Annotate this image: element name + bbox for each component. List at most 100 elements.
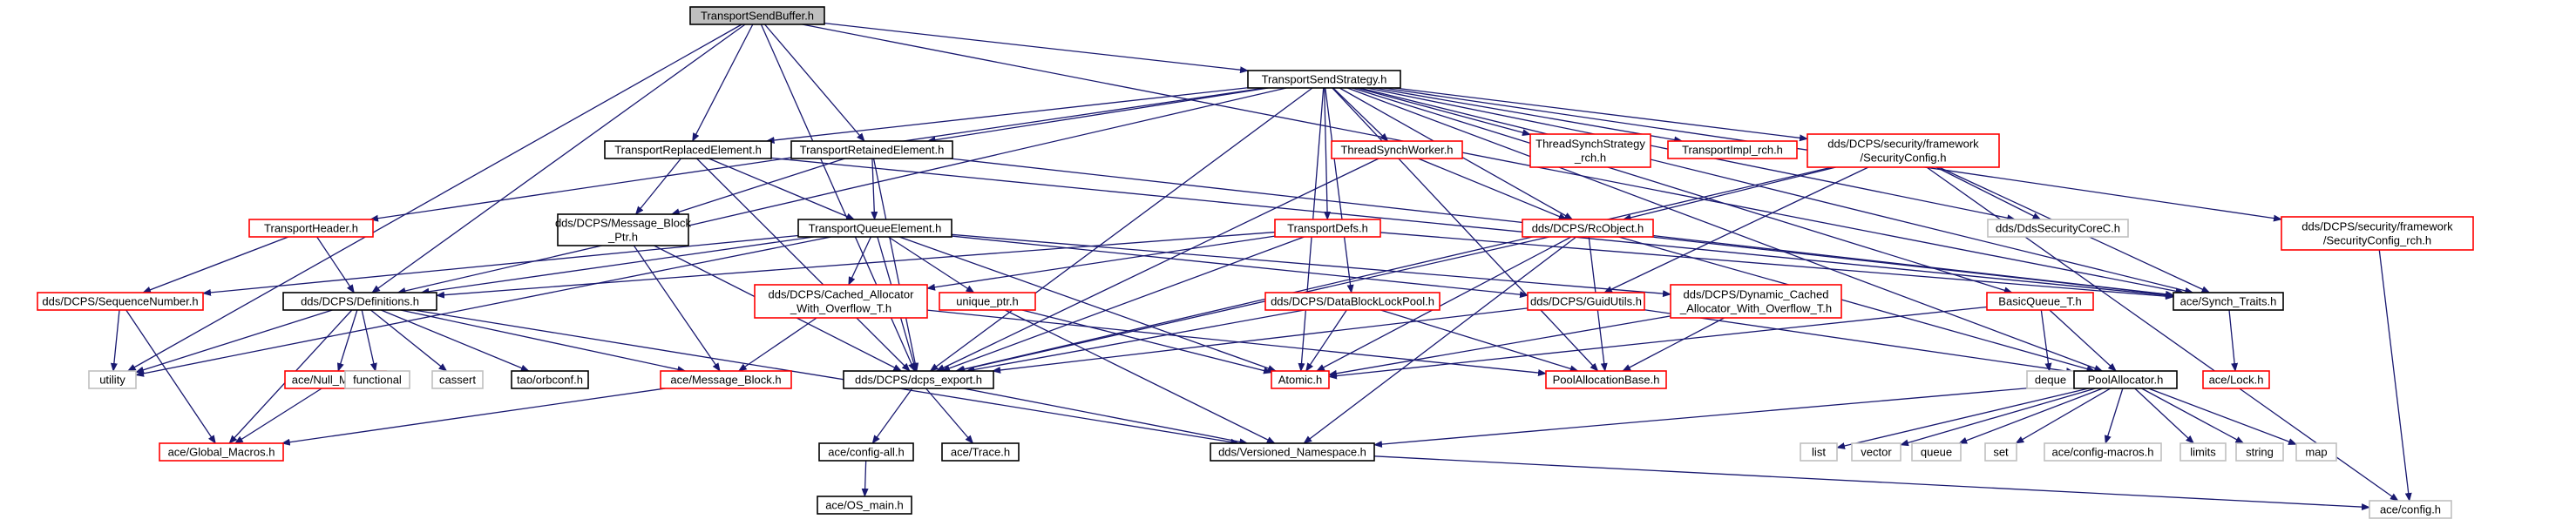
edge-tss-to-synch: [1359, 87, 2194, 294]
node-cached[interactable]: dds/DCPS/Cached_Allocator_With_Overflow_…: [754, 284, 928, 319]
node-mbp[interactable]: dds/DCPS/Message_Block_Ptr.h: [555, 213, 692, 246]
node-label: _Ptr.h: [607, 230, 638, 243]
node-tsw[interactable]: ThreadSynchWorker.h: [1331, 140, 1463, 159]
edge-trep-to-synch: [770, 157, 2174, 299]
node-acelock[interactable]: ace/Lock.h: [2202, 370, 2270, 389]
edge-pa-to-string: [2141, 388, 2245, 444]
node-label: BasicQueue_T.h: [1998, 294, 2081, 307]
node-guid[interactable]: dds/DCPS/GuidUtils.h: [1527, 292, 1645, 311]
node-label: dds/DCPS/DataBlockLockPool.h: [1271, 294, 1434, 307]
node-box: [2073, 370, 2178, 389]
node-configall[interactable]: ace/config-all.h: [818, 442, 914, 462]
edge-root-to-synch: [802, 24, 2185, 295]
node-label: dds/Versioned_Namespace.h: [1218, 445, 1366, 458]
edge-export-to-trace: [925, 388, 974, 444]
node-trep[interactable]: TransportReplacedElement.h: [604, 140, 772, 159]
node-bq[interactable]: BasicQueue_T.h: [1986, 292, 2094, 311]
node-label: limits: [2190, 445, 2216, 458]
node-tss[interactable]: TransportSendStrategy.h: [1247, 70, 1401, 89]
node-label: ThreadSynchWorker.h: [1340, 143, 1453, 156]
edge-tss-to-pab: [1332, 87, 1599, 372]
edge-tss-to-tsw: [1332, 87, 1389, 142]
node-label: ace/Synch_Traits.h: [2180, 294, 2277, 307]
edge-pa-to-cmacros: [2105, 388, 2124, 444]
node-queue: queue: [1911, 442, 1962, 462]
node-thdr[interactable]: TransportHeader.h: [248, 219, 374, 238]
node-seqnum[interactable]: dds/DCPS/SequenceNumber.h: [37, 292, 204, 311]
edge-root-to-trep: [692, 24, 754, 142]
edge-defs-to-orbconf: [380, 309, 530, 372]
node-label: TransportHeader.h: [264, 221, 358, 234]
node-label: dds/DdsSecurityCoreC.h: [1996, 221, 2120, 234]
edge-secconf-to-export: [954, 166, 1833, 373]
node-mblock[interactable]: ace/Message_Block.h: [660, 370, 792, 389]
node-vns[interactable]: dds/Versioned_Namespace.h: [1210, 442, 1375, 462]
node-atomic[interactable]: Atomic.h: [1271, 370, 1330, 389]
node-rcobj[interactable]: dds/DCPS/RcObject.h: [1522, 219, 1654, 238]
edge-tsw-to-export: [935, 158, 1380, 372]
node-uptr[interactable]: unique_ptr.h: [939, 292, 1036, 311]
node-osmain[interactable]: ace/OS_main.h: [817, 496, 912, 515]
node-label: unique_ptr.h: [956, 294, 1019, 307]
node-trace[interactable]: ace/Trace.h: [941, 442, 1020, 462]
node-pab[interactable]: PoolAllocationBase.h: [1545, 370, 1667, 389]
edge-dyn-to-pab: [1622, 317, 1725, 372]
node-tsstrat[interactable]: ThreadSynchStrategy_rch.h: [1529, 133, 1651, 168]
node-dblp[interactable]: dds/DCPS/DataBlockLockPool.h: [1264, 292, 1441, 311]
edge-tqe-to-cached: [848, 236, 871, 286]
edge-thdr-to-defs: [316, 236, 355, 293]
node-tdefs[interactable]: TransportDefs.h: [1274, 219, 1381, 238]
node-label: /SecurityConfig_rch.h: [2323, 233, 2431, 246]
edge-uptr-to-vns: [1004, 309, 1276, 444]
node-functional: functional: [344, 370, 410, 389]
node-synch[interactable]: ace/Synch_Traits.h: [2173, 292, 2284, 311]
node-box: [1529, 133, 1651, 168]
edge-tqe-to-dyn: [951, 233, 1671, 298]
node-box: [2173, 292, 2284, 311]
node-pa[interactable]: PoolAllocator.h: [2073, 370, 2178, 389]
edge-root-to-tret: [764, 24, 865, 142]
node-box: [1264, 292, 1441, 311]
edge-defs-to-nullmutex: [336, 309, 358, 372]
node-timpl[interactable]: TransportImpl_rch.h: [1667, 140, 1798, 159]
node-export[interactable]: dds/DCPS/dcps_export.h: [843, 370, 994, 389]
node-orbconf[interactable]: tao/orbconf.h: [511, 370, 589, 389]
edge-vns-to-aceconfig: [1373, 455, 2370, 511]
node-box: [843, 370, 994, 389]
edge-dyn-to-atomic: [1328, 315, 1671, 377]
node-label: Atomic.h: [1278, 373, 1323, 386]
edge-secconf-to-ddssec: [1935, 166, 2042, 220]
node-tret[interactable]: TransportRetainedElement.h: [790, 140, 953, 159]
node-box: [1984, 442, 2017, 462]
node-root[interactable]: TransportSendBuffer.h: [689, 6, 825, 25]
node-dyn[interactable]: dds/DCPS/Dynamic_Cached_Allocator_With_O…: [1670, 284, 1842, 319]
edge-root-to-utility: [126, 24, 742, 372]
edge-rcobj-to-synch: [1652, 234, 2174, 298]
edge-root-to-export: [760, 24, 916, 372]
node-label: _Allocator_With_Overflow_T.h: [1679, 301, 1832, 314]
edge-root-to-defs: [371, 24, 746, 293]
edge-rcobj-to-export: [956, 236, 1550, 373]
edge-seqnum-to-gmacros: [125, 309, 216, 444]
node-label: dds/DCPS/Message_Block: [555, 216, 692, 229]
node-gmacros[interactable]: ace/Global_Macros.h: [159, 442, 284, 462]
node-box: [2295, 442, 2337, 462]
node-box: [1271, 370, 1330, 389]
edge-export-to-vns: [963, 388, 1249, 446]
node-tqe[interactable]: TransportQueueElement.h: [797, 219, 952, 238]
edge-tss-to-export: [929, 87, 1313, 372]
node-defs[interactable]: dds/DCPS/Definitions.h: [282, 292, 437, 311]
node-map: map: [2295, 442, 2337, 462]
node-secconfrch[interactable]: dds/DCPS/security/framework/SecurityConf…: [2281, 216, 2474, 251]
edge-nullmutex-to-gmacros: [234, 388, 322, 444]
edge-dblp-to-atomic: [1305, 309, 1347, 372]
node-box: [1210, 442, 1375, 462]
node-vector: vector: [1851, 442, 1901, 462]
node-label: PoolAllocator.h: [2088, 373, 2164, 386]
node-label: TransportQueueElement.h: [809, 221, 942, 234]
node-label: /SecurityConfig.h: [1861, 151, 1947, 164]
node-box: [1527, 292, 1645, 311]
node-box: [797, 219, 952, 238]
node-cassert: cassert: [431, 370, 484, 389]
node-secconf[interactable]: dds/DCPS/security/framework/SecurityConf…: [1807, 133, 2000, 168]
